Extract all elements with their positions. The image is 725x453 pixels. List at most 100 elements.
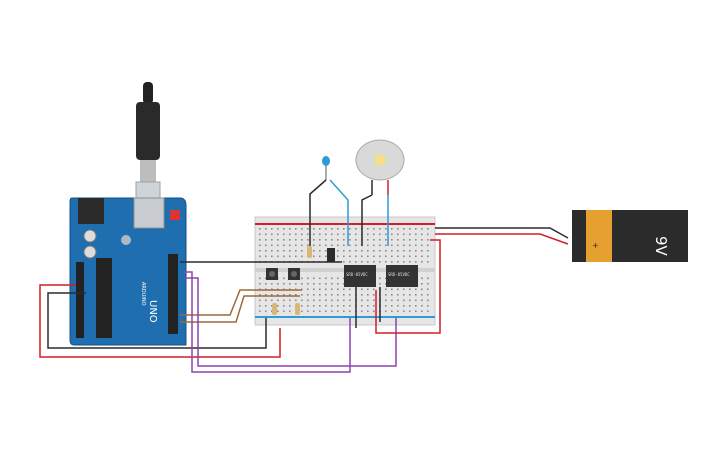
breadboard-hole [319, 255, 321, 258]
breadboard-hole [427, 294, 429, 296]
breadboard-hole [385, 261, 387, 263]
breadboard-hole [325, 294, 327, 296]
breadboard-hole [301, 233, 303, 236]
breadboard-hole [367, 233, 369, 236]
breadboard-hole [391, 255, 393, 258]
breadboard-hole [265, 228, 267, 230]
breadboard-hole [319, 299, 321, 302]
breadboard-hole [391, 250, 393, 252]
breadboard-hole [403, 294, 405, 296]
breadboard-hole [349, 310, 351, 313]
breadboard-hole [259, 299, 261, 302]
breadboard-hole [373, 250, 375, 252]
breadboard-hole [421, 261, 423, 263]
breadboard-hole [289, 310, 291, 313]
breadboard-hole [313, 277, 315, 280]
breadboard-hole [301, 250, 303, 252]
breadboard-hole [289, 250, 291, 252]
push-button-1[interactable] [266, 268, 278, 280]
breadboard-hole [301, 294, 303, 296]
breadboard-hole [373, 239, 375, 241]
breadboard-hole [421, 288, 423, 291]
breadboard-hole [277, 239, 279, 241]
breadboard-hole [307, 233, 309, 236]
breadboard-hole [409, 228, 411, 230]
breadboard-hole [271, 244, 273, 247]
board-logo: UNO [147, 300, 158, 323]
breadboard-hole [367, 228, 369, 230]
breadboard-hole [259, 305, 261, 307]
breadboard-hole [373, 255, 375, 258]
breadboard-hole [373, 244, 375, 247]
breadboard-hole [385, 250, 387, 252]
breadboard-hole [367, 244, 369, 247]
breadboard-hole [367, 239, 369, 241]
breadboard-hole [307, 305, 309, 307]
breadboard-hole [343, 233, 345, 236]
breadboard-hole [301, 255, 303, 258]
breadboard-hole [295, 233, 297, 236]
breadboard-hole [421, 228, 423, 230]
breadboard-hole [301, 283, 303, 285]
breadboard-hole [409, 305, 411, 307]
breadboard-hole [283, 228, 285, 230]
wire-black-left [47, 292, 267, 349]
breadboard-hole [277, 310, 279, 313]
breadboard-hole [289, 294, 291, 296]
push-button-2[interactable] [288, 268, 300, 280]
breadboard-hole [313, 283, 315, 285]
breadboard-hole [319, 294, 321, 296]
breadboard-hole [421, 255, 423, 258]
breadboard-hole [259, 255, 261, 258]
usb-cable [135, 82, 161, 217]
wire-battery-neg [435, 227, 569, 239]
breadboard-hole [307, 310, 309, 313]
breadboard-hole [283, 299, 285, 302]
breadboard-hole [319, 250, 321, 252]
arduino-uno-board[interactable]: UNO ARDUINO [69, 197, 187, 346]
breadboard-hole [307, 294, 309, 296]
breadboard-hole [379, 277, 381, 280]
breadboard-hole [313, 239, 315, 241]
breadboard-hole [331, 228, 333, 230]
breadboard-hole [343, 250, 345, 252]
breadboard-hole [397, 305, 399, 307]
breadboard-hole [355, 255, 357, 258]
reset-button[interactable] [170, 210, 180, 220]
breadboard-hole [331, 305, 333, 307]
breadboard-hole [373, 305, 375, 307]
breadboard-hole [397, 239, 399, 241]
wire-purple-2 [184, 277, 397, 367]
breadboard-hole [421, 299, 423, 302]
relay-2-text: SRD-05VDC [388, 272, 410, 277]
breadboard-hole [331, 294, 333, 296]
breadboard-hole [337, 288, 339, 291]
breadboard-hole [415, 250, 417, 252]
breadboard-hole [415, 239, 417, 241]
breadboard-hole [355, 250, 357, 252]
breadboard-hole [265, 294, 267, 296]
breadboard-hole [355, 261, 357, 263]
breadboard-hole [313, 228, 315, 230]
breadboard-hole [325, 255, 327, 258]
breadboard-hole [331, 288, 333, 291]
breadboard-hole [427, 299, 429, 302]
breadboard-hole [385, 283, 387, 285]
breadboard-hole [319, 228, 321, 230]
breadboard-hole [259, 250, 261, 252]
breadboard-hole [271, 294, 273, 296]
breadboard-hole [373, 310, 375, 313]
breadboard-hole [349, 239, 351, 241]
breadboard-hole [355, 244, 357, 247]
breadboard-hole [367, 294, 369, 296]
breadboard-hole [415, 310, 417, 313]
breadboard-hole [397, 228, 399, 230]
breadboard-hole [361, 288, 363, 291]
breadboard-hole [325, 244, 327, 247]
breadboard-hole [403, 305, 405, 307]
breadboard-hole [421, 244, 423, 247]
breadboard-hole [349, 233, 351, 236]
breadboard-hole [373, 228, 375, 230]
breadboard-hole [427, 277, 429, 280]
breadboard-hole [331, 233, 333, 236]
